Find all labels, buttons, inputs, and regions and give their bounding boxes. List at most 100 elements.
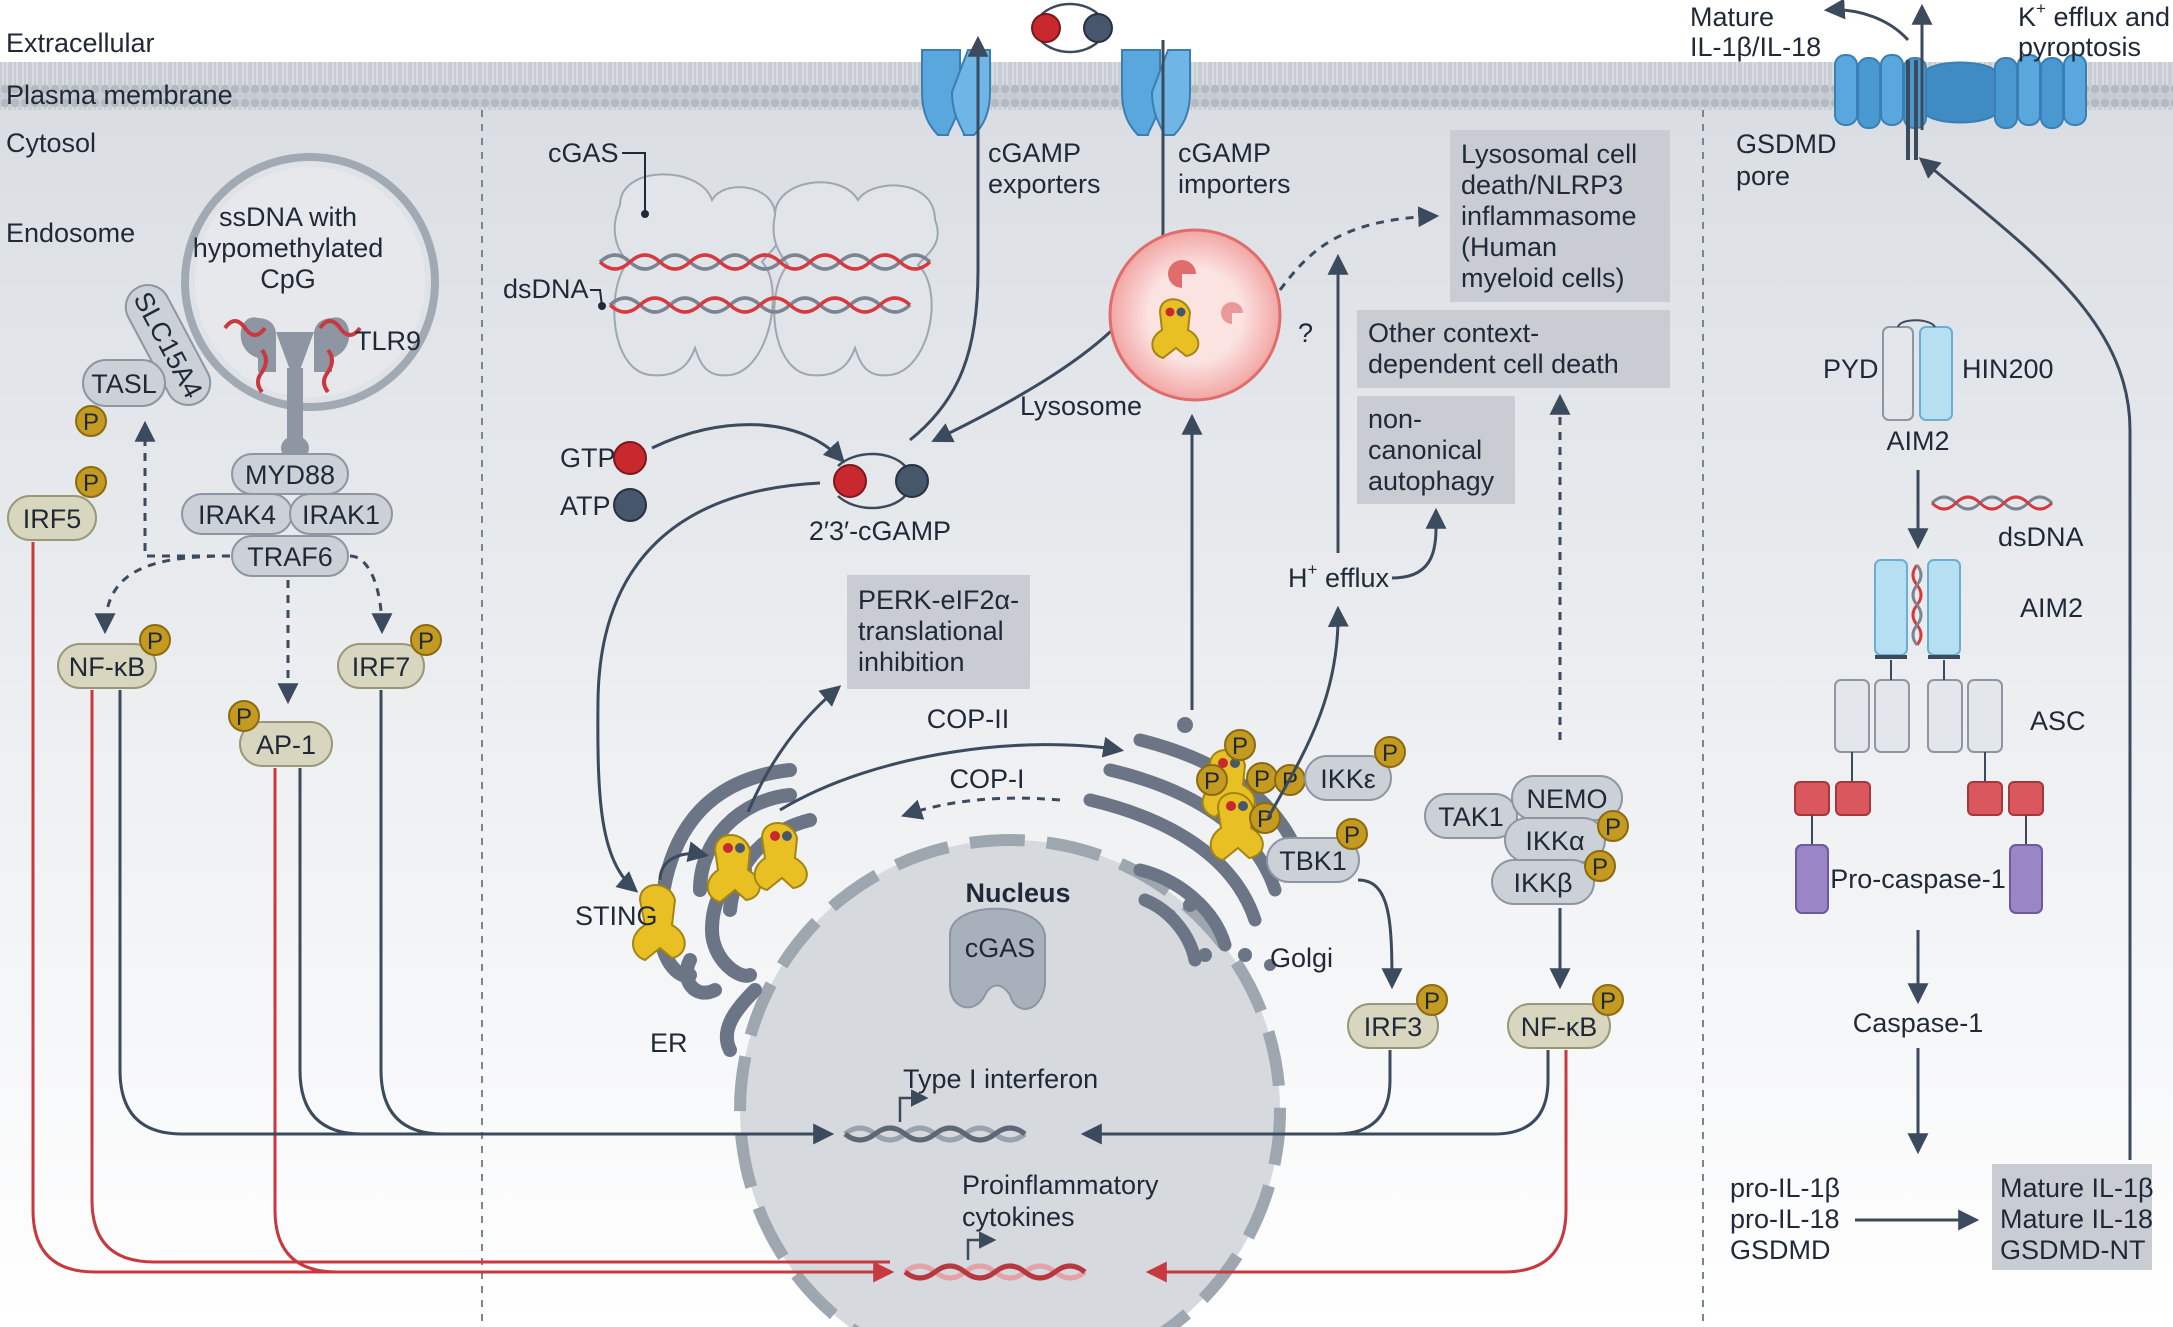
tbk1-protein xyxy=(1266,837,1360,883)
cgas-label-leader xyxy=(622,152,646,214)
h-efflux-label: H+ efflux xyxy=(1288,560,1389,593)
nucleus xyxy=(734,834,1286,1327)
atp-molecule xyxy=(613,488,647,522)
autophagy-line3: autophagy xyxy=(1368,466,1495,496)
plasma-membrane-label: Plasma membrane xyxy=(6,80,233,110)
sting-label: STING xyxy=(575,901,658,931)
endoplasmic-reticulum xyxy=(652,763,817,1057)
exporters-label-line2: exporters xyxy=(988,169,1101,199)
perk-label-line1: PERK-eIF2α- xyxy=(858,585,1019,615)
endosome-label: Endosome xyxy=(6,218,135,248)
type-i-interferon-label: Type I interferon xyxy=(903,1064,1098,1094)
perk-box xyxy=(847,575,1030,689)
lysosome xyxy=(1108,228,1282,402)
cop1-arrow xyxy=(901,796,1061,820)
aim2-dsdna-label: dsDNA xyxy=(1998,522,2084,552)
sting-golgi-phospho: P P P P P xyxy=(1196,729,1306,834)
traf6-to-irf7-arrow xyxy=(349,554,393,635)
nfkb-left-phospho: P xyxy=(139,624,171,656)
gtp-atp-to-cgamp-arrow xyxy=(651,423,845,464)
ap1-label: AP-1 xyxy=(256,730,316,760)
svg-text:P: P xyxy=(418,628,434,655)
nfkb-right-protein xyxy=(1507,1003,1611,1049)
ikkb-protein xyxy=(1491,859,1595,905)
procaspase-label: Pro-caspase-1 xyxy=(1830,864,2006,894)
cgamp-export-arrow xyxy=(909,35,989,442)
cgamp-to-sting-arrow xyxy=(596,481,821,893)
irf5-protein xyxy=(7,495,97,541)
irf3-protein xyxy=(1347,1003,1439,1049)
cgas-label: cGAS xyxy=(548,138,619,168)
svg-text:P: P xyxy=(1257,806,1273,833)
caspase-label: Caspase-1 xyxy=(1853,1008,1984,1038)
gtp-molecule xyxy=(613,441,647,475)
lysosome-to-death-arrow xyxy=(1278,206,1440,291)
sting-to-h-efflux-arrow xyxy=(1266,605,1349,819)
gsdmd-pore-label-line2: pore xyxy=(1736,161,1790,191)
lysosome-label: Lysosome xyxy=(1020,391,1142,421)
importers-label-line1: cGAMP xyxy=(1178,138,1271,168)
lysosomal-death-line1: Lysosomal cell xyxy=(1461,139,1637,169)
dsdna-label: dsDNA xyxy=(503,274,589,304)
irf3-phospho: P xyxy=(1416,984,1448,1016)
cop2-arrow xyxy=(779,736,1125,812)
hin200-label: HIN200 xyxy=(1962,354,2054,384)
tak1-protein xyxy=(1424,793,1518,839)
other-death-line1: Other context- xyxy=(1368,318,1539,348)
irak1-protein xyxy=(289,493,393,535)
tasl-phospho: P xyxy=(75,405,107,437)
traf6-label: TRAF6 xyxy=(247,542,333,572)
svg-text:P: P xyxy=(1424,988,1440,1015)
asc-label: ASC xyxy=(2030,706,2086,736)
sting-er-active xyxy=(706,822,808,904)
cgamp-label: 2′3′-cGAMP xyxy=(809,516,951,546)
proinflammatory-label-line2: cytokines xyxy=(962,1202,1075,1232)
myd88-protein xyxy=(231,453,349,495)
nuclear-cgas-shape xyxy=(949,907,1046,1010)
asc-complex xyxy=(1834,660,2003,782)
autophagy-line1: non- xyxy=(1368,404,1422,434)
irf7-protein xyxy=(337,643,425,689)
autophagy-box xyxy=(1357,396,1515,504)
svg-text:P: P xyxy=(1600,988,1616,1015)
nuclear-cgas-label: cGAS xyxy=(965,933,1036,963)
cgamp-molecule xyxy=(833,452,929,510)
irf5-label: IRF5 xyxy=(23,504,82,534)
lysosome-question-mark: ? xyxy=(1298,318,1313,348)
svg-text:P: P xyxy=(1592,854,1608,881)
traf6-to-tasl-arrow xyxy=(134,420,230,558)
substrate-line1: pro-IL-1β xyxy=(1730,1173,1840,1203)
tasl-label: TASL xyxy=(91,369,157,399)
gtp-label: GTP xyxy=(560,443,616,473)
golgi-vesicles xyxy=(1164,717,1276,971)
irf3-label: IRF3 xyxy=(1364,1012,1423,1042)
nucleus-label: Nucleus xyxy=(965,878,1070,908)
h-efflux-to-autophagy-arrow xyxy=(1391,507,1447,580)
svg-text:P: P xyxy=(1344,822,1360,849)
ikkb-label: IKKβ xyxy=(1513,868,1572,898)
substrate-line3: GSDMD xyxy=(1730,1235,1831,1265)
svg-text:P: P xyxy=(1254,766,1270,793)
ikka-phospho: P xyxy=(1597,810,1629,842)
perk-label-line3: inhibition xyxy=(858,647,965,677)
product-line3: GSDMD-NT xyxy=(2000,1235,2145,1265)
cgamp-exporter-channel xyxy=(921,49,991,136)
exporters-label-line1: cGAMP xyxy=(988,138,1081,168)
gsdmd-nt-to-pore-arrow xyxy=(1918,157,2132,1160)
gsdmd-pore-label-line1: GSDMD xyxy=(1736,129,1837,159)
tbk1-label: TBK1 xyxy=(1279,846,1347,876)
svg-text:P: P xyxy=(1204,768,1220,795)
nfkb-right-label: NF-κB xyxy=(1521,1012,1598,1042)
tbk1-phospho: P xyxy=(1336,818,1368,850)
nfkb-left-label: NF-κB xyxy=(69,652,146,682)
ap1-protein xyxy=(239,721,333,767)
tasl-protein xyxy=(82,359,166,407)
nfkb-to-ifn-arrow xyxy=(118,690,835,1145)
tlr9-label: TLR9 xyxy=(355,326,421,356)
lysosomal-death-line4: (Human xyxy=(1461,232,1557,262)
extracellular-cgamp xyxy=(1031,2,1113,54)
dsdna-label-dot xyxy=(598,302,606,310)
atp-label: ATP xyxy=(560,491,611,521)
pyd-label: PYD xyxy=(1823,354,1879,384)
